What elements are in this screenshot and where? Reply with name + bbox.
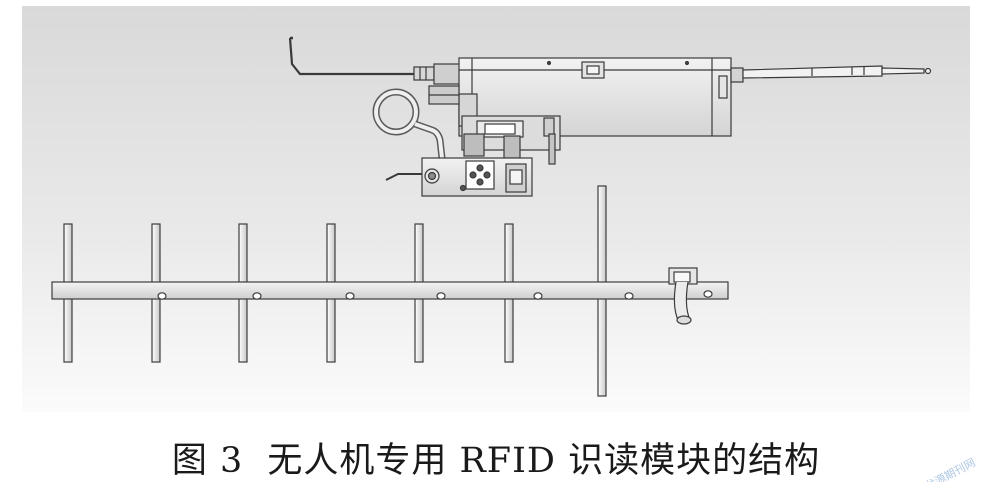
- yagi-antenna: [51, 185, 729, 397]
- figure-title: 无人机专用 RFID 识读模块的结构: [267, 441, 821, 481]
- cable-bent: [288, 37, 417, 76]
- boom: [51, 281, 729, 300]
- cable-loop: [372, 88, 446, 159]
- figure-caption: 图 3 无人机专用 RFID 识读模块的结构: [0, 432, 992, 483]
- figure-panel: [22, 6, 970, 412]
- connector: [413, 63, 461, 85]
- figure-label: 图 3: [171, 441, 244, 481]
- watermark-text: 龙源期刊网: [922, 455, 977, 482]
- whip-antenna: [730, 65, 932, 83]
- control-box: [385, 157, 533, 197]
- figure-drawing: [22, 6, 970, 412]
- mount-bracket: [668, 267, 698, 325]
- watermark-logo: 龙源期刊网: [912, 446, 992, 493]
- reader-module: [288, 36, 932, 197]
- gimbal-bracket: [461, 115, 561, 165]
